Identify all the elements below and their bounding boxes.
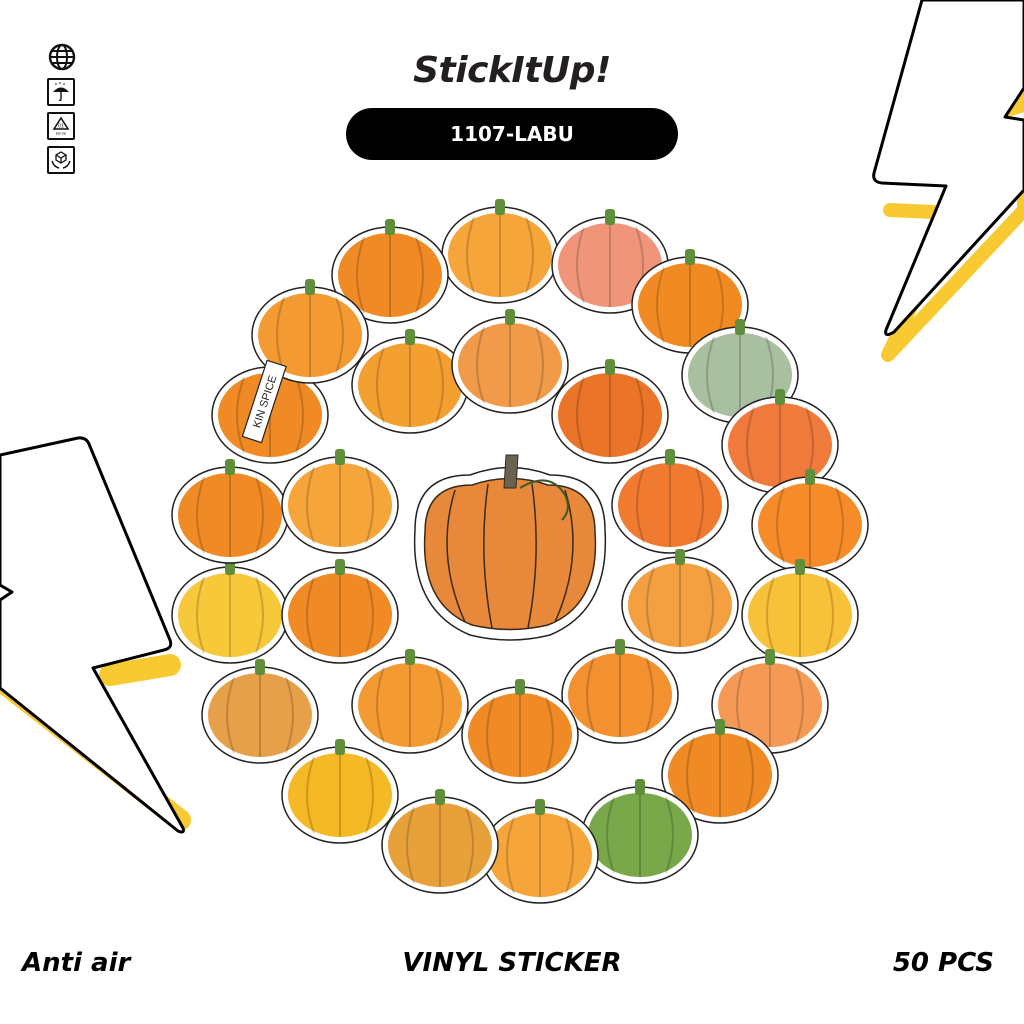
svg-text:PETE: PETE [56, 131, 67, 136]
material-label: VINYL STICKER [402, 948, 622, 978]
globe-icon [48, 43, 76, 71]
brand-logo: StickItUp! [413, 50, 611, 91]
handle-with-care-icon [47, 146, 75, 174]
certification-icons: 01 PETE [47, 42, 79, 174]
product-code-badge: 1107-LABU [346, 108, 678, 160]
quantity-label: 50 PCS [892, 948, 994, 978]
lightning-bolt-left [0, 436, 191, 834]
lightning-bolt-top-right [872, 0, 1024, 362]
feature-label-anti-air: Anti air [22, 948, 131, 978]
pumpkin-sticker-collage: KIN SPICE [171, 198, 869, 904]
svg-text:01: 01 [58, 124, 64, 130]
product-code: 1107-LABU [450, 122, 574, 146]
recycle-pete-01-icon: 01 PETE [47, 112, 75, 140]
keep-dry-umbrella-icon [47, 78, 75, 106]
